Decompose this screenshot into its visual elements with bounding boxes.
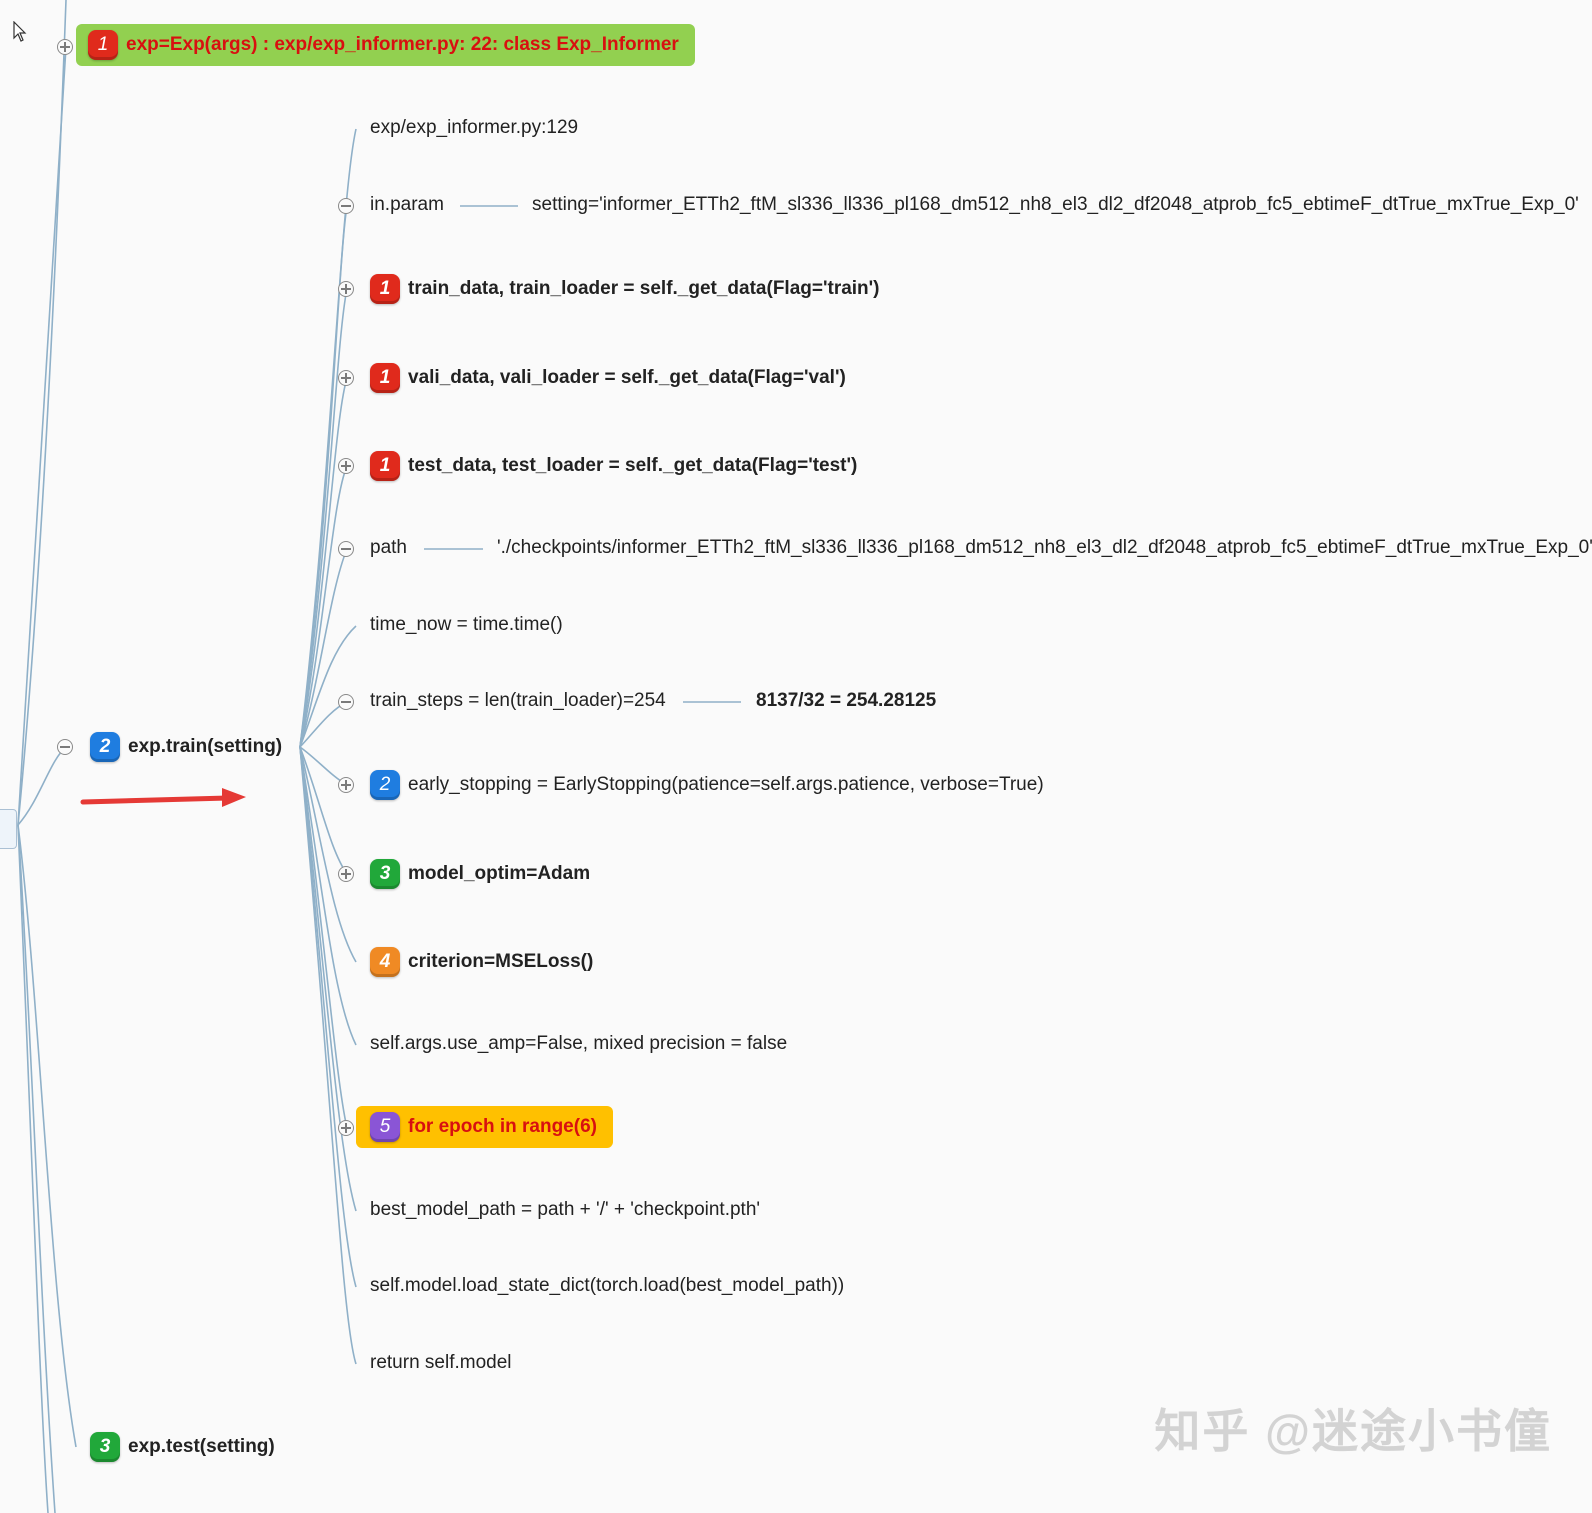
priority-badge-1: 1 <box>370 451 400 481</box>
node-criterion[interactable]: 4 criterion=MSELoss() <box>370 947 593 977</box>
root-node-edge[interactable] <box>0 809 17 849</box>
node-path[interactable]: path <box>370 537 407 559</box>
expand-toggle-vali-data[interactable] <box>338 370 354 386</box>
node-vali-data[interactable]: 1 vali_data, vali_loader = self._get_dat… <box>370 363 846 393</box>
red-arrow <box>80 788 246 807</box>
node-train-steps-value-label: 8137/32 = 254.28125 <box>756 690 937 711</box>
priority-badge-2: 2 <box>370 770 400 800</box>
node-train-steps-label: train_steps = len(train_loader)=254 <box>370 690 666 711</box>
collapse-toggle-exp-train[interactable] <box>57 739 73 755</box>
node-test-data-label: test_data, test_loader = self._get_data(… <box>408 455 858 476</box>
node-load-state[interactable]: self.model.load_state_dict(torch.load(be… <box>370 1275 844 1297</box>
node-exp-train-label: exp.train(setting) <box>128 736 283 757</box>
node-train-steps[interactable]: train_steps = len(train_loader)=254 <box>370 690 666 712</box>
expand-toggle-exp-init[interactable] <box>57 39 73 55</box>
node-early-stopping[interactable]: 2 early_stopping = EarlyStopping(patienc… <box>370 770 1044 800</box>
node-in-param[interactable]: in.param <box>370 194 444 216</box>
expand-toggle-epoch-loop[interactable] <box>338 1120 354 1136</box>
expand-toggle-early-stopping[interactable] <box>338 777 354 793</box>
node-criterion-label: criterion=MSELoss() <box>408 951 594 972</box>
priority-badge-1: 1 <box>370 363 400 393</box>
node-in-param-label: in.param <box>370 194 444 215</box>
expand-toggle-model-optim[interactable] <box>338 866 354 882</box>
node-epoch-loop[interactable]: 5 for epoch in range(6) <box>356 1106 613 1148</box>
priority-badge-4: 4 <box>370 947 400 977</box>
node-use-amp-label: self.args.use_amp=False, mixed precision… <box>370 1033 788 1054</box>
node-loc-label: exp/exp_informer.py:129 <box>370 117 579 138</box>
node-return-label: return self.model <box>370 1352 512 1373</box>
node-use-amp[interactable]: self.args.use_amp=False, mixed precision… <box>370 1033 787 1055</box>
node-train-data-label: train_data, train_loader = self._get_dat… <box>408 278 880 299</box>
node-exp-init-label: exp=Exp(args) : exp/exp_informer.py: 22:… <box>126 34 679 55</box>
node-test-data[interactable]: 1 test_data, test_loader = self._get_dat… <box>370 451 857 481</box>
node-best-model-path-label: best_model_path = path + '/' + 'checkpoi… <box>370 1199 761 1220</box>
node-path-value-label: './checkpoints/informer_ETTh2_ftM_sl336_… <box>497 537 1592 558</box>
priority-badge-5: 5 <box>370 1112 400 1142</box>
priority-badge-1: 1 <box>370 274 400 304</box>
node-return[interactable]: return self.model <box>370 1352 512 1374</box>
priority-badge-2: 2 <box>90 732 120 762</box>
watermark: 知乎 @迷途小书僮 <box>1154 1405 1552 1457</box>
node-epoch-loop-label: for epoch in range(6) <box>408 1116 597 1137</box>
node-early-stopping-label: early_stopping = EarlyStopping(patience=… <box>408 774 1044 795</box>
node-best-model-path[interactable]: best_model_path = path + '/' + 'checkpoi… <box>370 1199 760 1221</box>
collapse-toggle-path[interactable] <box>338 541 354 557</box>
node-model-optim[interactable]: 3 model_optim=Adam <box>370 859 590 889</box>
node-in-param-value-label: setting='informer_ETTh2_ftM_sl336_ll336_… <box>532 194 1579 215</box>
node-exp-test[interactable]: 3 exp.test(setting) <box>90 1432 275 1462</box>
node-in-param-value[interactable]: setting='informer_ETTh2_ftM_sl336_ll336_… <box>532 194 1579 216</box>
node-train-steps-value[interactable]: 8137/32 = 254.28125 <box>756 690 936 712</box>
expand-toggle-train-data[interactable] <box>338 281 354 297</box>
priority-badge-1: 1 <box>88 30 118 60</box>
node-time-now-label: time_now = time.time() <box>370 614 563 635</box>
node-path-value[interactable]: './checkpoints/informer_ETTh2_ftM_sl336_… <box>497 537 1592 559</box>
node-exp-test-label: exp.test(setting) <box>128 1436 275 1457</box>
node-load-state-label: self.model.load_state_dict(torch.load(be… <box>370 1275 845 1296</box>
node-exp-train[interactable]: 2 exp.train(setting) <box>90 732 282 762</box>
expand-toggle-test-data[interactable] <box>338 458 354 474</box>
priority-badge-3: 3 <box>90 1432 120 1462</box>
collapse-toggle-in-param[interactable] <box>338 198 354 214</box>
priority-badge-3: 3 <box>370 859 400 889</box>
node-model-optim-label: model_optim=Adam <box>408 863 591 884</box>
node-train-data[interactable]: 1 train_data, train_loader = self._get_d… <box>370 274 880 304</box>
node-exp-init[interactable]: 1 exp=Exp(args) : exp/exp_informer.py: 2… <box>76 24 695 66</box>
node-loc[interactable]: exp/exp_informer.py:129 <box>370 117 578 139</box>
collapse-toggle-train-steps[interactable] <box>338 694 354 710</box>
node-vali-data-label: vali_data, vali_loader = self._get_data(… <box>408 367 846 388</box>
node-path-label: path <box>370 537 407 558</box>
mouse-cursor-icon <box>13 21 27 42</box>
node-time-now[interactable]: time_now = time.time() <box>370 614 563 636</box>
